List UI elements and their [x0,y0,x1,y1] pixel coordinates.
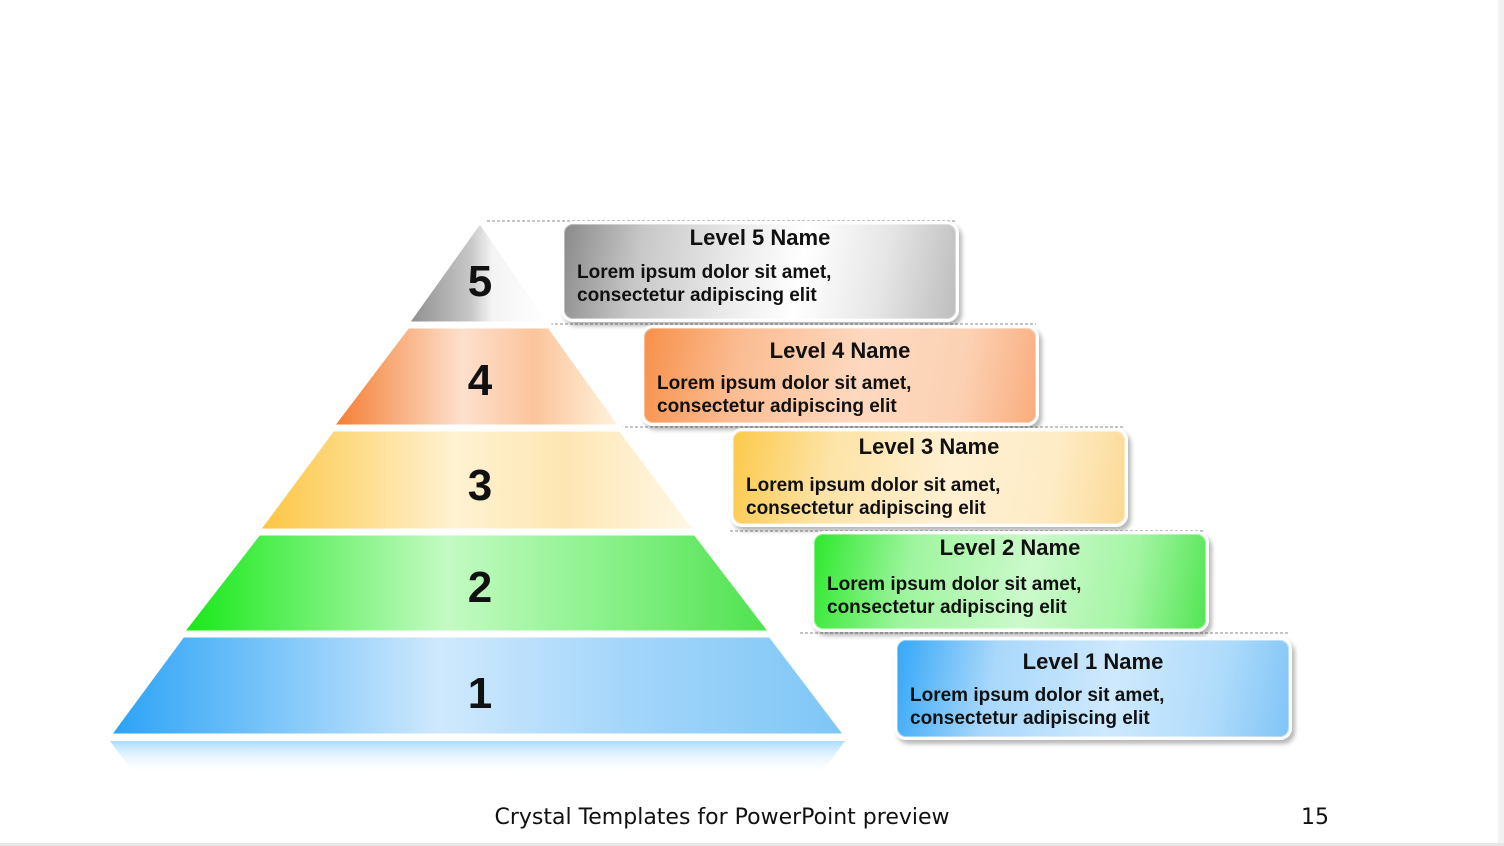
level-1-title: Level 1 Name [1022,649,1164,674]
tier-number-3: 3 [468,461,492,510]
footer-text: Crystal Templates for PowerPoint preview [494,805,950,830]
tier-number-2: 2 [468,563,492,612]
pyramid-reflection [110,741,845,775]
level-4-description: Lorem ipsum dolor sit amet, consectetur … [657,373,912,417]
level-3-title: Level 3 Name [858,434,1000,459]
level-5-title: Level 5 Name [689,225,831,250]
tier-number-5: 5 [468,257,492,306]
pyramid-tier-1 [107,634,849,737]
level-2-title: Level 2 Name [939,535,1081,560]
page-number: 15 [1301,805,1329,830]
pyramid-tier-4 [329,325,623,428]
level-4-title: Level 4 Name [769,338,911,363]
level-1-box: Level 1 Name Lorem ipsum dolor sit amet,… [894,637,1292,740]
level-5-description: Lorem ipsum dolor sit amet, consectetur … [577,262,832,306]
level-4-box: Level 4 Name Lorem ipsum dolor sit amet,… [641,325,1039,426]
slide-edge-right [1498,0,1504,846]
level-1-description: Lorem ipsum dolor sit amet, consectetur … [910,685,1165,729]
pyramid-tier-5 [405,219,552,325]
pyramid-tier-2 [179,532,774,634]
level-5-box: Level 5 Name Lorem ipsum dolor sit amet,… [561,221,959,322]
pyramid-tier-3 [256,428,698,532]
level-3-description: Lorem ipsum dolor sit amet, consectetur … [746,475,1001,519]
tier-number-4: 4 [468,356,493,405]
level-3-box: Level 3 Name Lorem ipsum dolor sit amet,… [730,428,1128,527]
level-2-description: Lorem ipsum dolor sit amet, consectetur … [827,574,1082,618]
slide-edge-bottom [0,843,1504,846]
level-2-box: Level 2 Name Lorem ipsum dolor sit amet,… [811,531,1209,632]
tier-number-1: 1 [468,669,492,718]
